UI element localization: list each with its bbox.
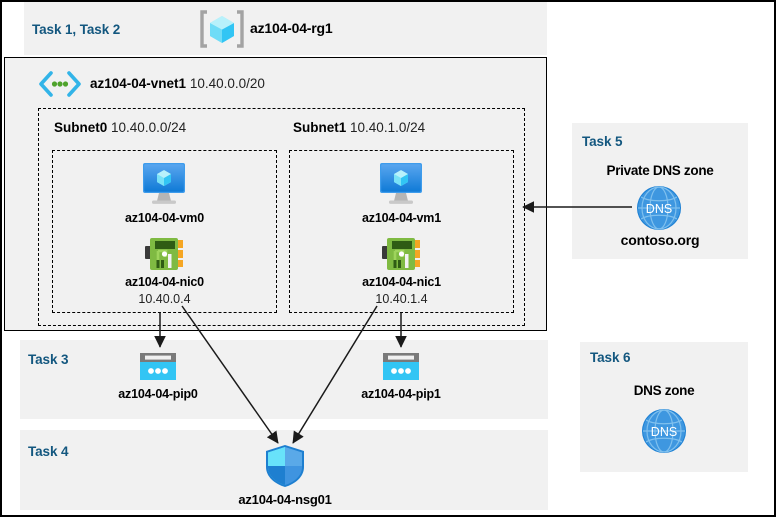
subnet0-nic-name: az104-04-nic0 <box>125 275 204 289</box>
public-ip-1-name: az104-04-pip1 <box>361 387 441 401</box>
nsg-name: az104-04-nsg01 <box>238 492 332 507</box>
subnet1-nic-ip: 10.40.1.4 <box>375 292 428 306</box>
subnets-container <box>38 108 525 326</box>
task-label-1-2: Task 1, Task 2 <box>32 22 121 37</box>
network-interface-icon <box>382 236 420 272</box>
task-label-5: Task 5 <box>582 134 623 149</box>
resource-group-icon <box>200 8 244 50</box>
subnet0-vm-name: az104-04-vm0 <box>125 211 204 225</box>
private-dns-zone-name: contoso.org <box>620 232 700 248</box>
virtual-network-address-space: 10.40.0.0/20 <box>189 76 265 91</box>
svg-text:DNS: DNS <box>646 202 672 216</box>
virtual-network-name: az104-04-vnet1 <box>90 76 187 91</box>
subnet0-address-prefix: 10.40.0.0/24 <box>111 120 187 135</box>
network-security-group-icon <box>263 443 307 489</box>
task-label-4: Task 4 <box>28 444 69 459</box>
subnet0-nic-ip: 10.40.0.4 <box>138 292 191 306</box>
virtual-machine-icon <box>139 161 189 205</box>
public-ip-panel <box>20 340 548 419</box>
resource-group-panel <box>24 2 547 55</box>
subnet1-header: Subnet1 10.40.1.0/24 <box>293 120 425 135</box>
virtual-machine-icon <box>376 161 426 205</box>
subnet1-resources-box <box>289 150 514 313</box>
subnet1-nic-name: az104-04-nic1 <box>362 275 441 289</box>
virtual-network-header: az104-04-vnet1 10.40.0.0/20 <box>90 76 265 91</box>
subnet1-name: Subnet1 <box>293 120 347 135</box>
public-ip-address-icon <box>381 351 421 383</box>
task-label-3: Task 3 <box>28 352 69 367</box>
network-interface-icon <box>145 236 183 272</box>
public-ip-address-icon <box>138 351 178 383</box>
subnet0-header: Subnet0 10.40.0.0/24 <box>54 120 186 135</box>
virtual-network-icon <box>38 71 82 97</box>
virtual-network-box <box>4 57 547 331</box>
public-ip-0-name: az104-04-pip0 <box>118 387 198 401</box>
subnet1-vm-name: az104-04-vm1 <box>362 211 441 225</box>
private-dns-zone-title: Private DNS zone <box>606 163 714 178</box>
svg-text:DNS: DNS <box>651 425 677 439</box>
subnet0-name: Subnet0 <box>54 120 108 135</box>
subnet1-address-prefix: 10.40.1.0/24 <box>350 120 426 135</box>
dns-zone-title: DNS zone <box>633 383 695 398</box>
dns-zone-icon: DNS <box>635 184 683 232</box>
subnet0-resources-box <box>52 150 277 313</box>
dns-zone-icon: DNS <box>640 407 688 455</box>
task-label-6: Task 6 <box>590 350 631 365</box>
resource-group-name: az104-04-rg1 <box>250 20 333 36</box>
